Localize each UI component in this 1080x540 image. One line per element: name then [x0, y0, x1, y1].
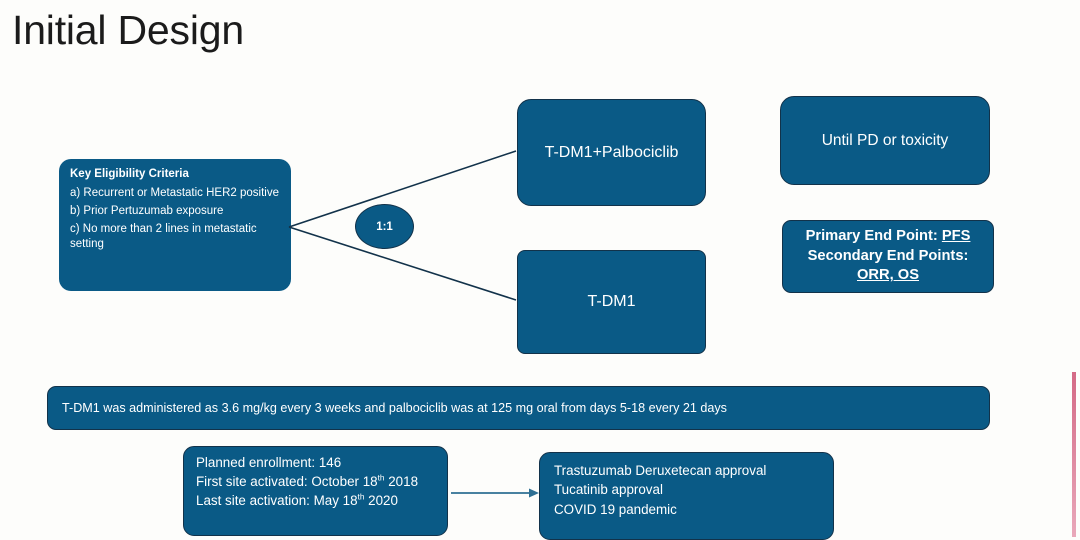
dosing-banner: T-DM1 was administered as 3.6 mg/kg ever…	[47, 386, 990, 430]
arrowhead-icon	[529, 488, 539, 498]
treatment-arm-2-label: T-DM1	[587, 293, 636, 310]
criteria-heading: Key Eligibility Criteria	[70, 168, 189, 180]
enrollment-timeline-box: Planned enrollment: 146 First site activ…	[183, 446, 448, 536]
randomization-ratio-node: 1:1	[355, 204, 414, 249]
right-edge-strip	[1072, 372, 1076, 537]
external-events-box: Trastuzumab Deruxetecan approval Tucatin…	[539, 452, 834, 540]
secondary-endpoint-value: ORR, OS	[856, 267, 920, 284]
event-item-3: COVID 19 pandemic	[554, 501, 677, 517]
primary-endpoint-line: Primary End Point: PFS	[806, 227, 971, 247]
treatment-duration-box: Until PD or toxicity	[780, 96, 990, 185]
dosing-text: T-DM1 was administered as 3.6 mg/kg ever…	[62, 401, 727, 415]
treatment-arm-2-box: T-DM1	[517, 250, 706, 354]
randomization-ratio-label: 1:1	[376, 220, 393, 233]
criteria-item-b: b) Prior Pertuzumab exposure	[70, 204, 224, 217]
first-site-activated-line: First site activated: October 18th 2018	[196, 472, 437, 491]
primary-endpoint-value: PFS	[941, 228, 971, 245]
secondary-endpoint-prefix: Secondary End Points:	[807, 247, 969, 264]
page-title: Initial Design	[12, 7, 244, 53]
planned-enrollment-line: Planned enrollment: 146	[196, 455, 342, 470]
endpoints-box: Primary End Point: PFS Secondary End Poi…	[782, 220, 994, 293]
event-item-1: Trastuzumab Deruxetecan approval	[554, 463, 767, 478]
event-item-2: Tucatinib approval	[554, 482, 663, 498]
last-site-ordinal: th	[357, 491, 365, 502]
last-site-activation-line: Last site activation: May 18th 2020	[196, 491, 437, 510]
treatment-duration-label: Until PD or toxicity	[821, 131, 949, 149]
first-site-year: 2018	[384, 474, 419, 490]
treatment-arm-1-box: T-DM1+Palbociclib	[517, 99, 706, 206]
primary-endpoint-prefix: Primary End Point:	[805, 228, 942, 245]
last-site-year: 2020	[364, 493, 398, 509]
secondary-endpoint-value-line: ORR, OS	[857, 266, 919, 286]
first-site-prefix: First site activated: October 18	[196, 474, 378, 490]
key-eligibility-criteria-box: Key Eligibility Criteria a) Recurrent or…	[59, 159, 291, 291]
first-site-ordinal: th	[377, 472, 385, 483]
treatment-arm-1-label: T-DM1+Palbociclib	[544, 143, 679, 161]
criteria-item-c: c) No more than 2 lines in metastatic se…	[70, 222, 257, 251]
last-site-prefix: Last site activation: May 18	[196, 493, 358, 509]
criteria-item-a: a) Recurrent or Metastatic HER2 positive	[70, 186, 279, 199]
